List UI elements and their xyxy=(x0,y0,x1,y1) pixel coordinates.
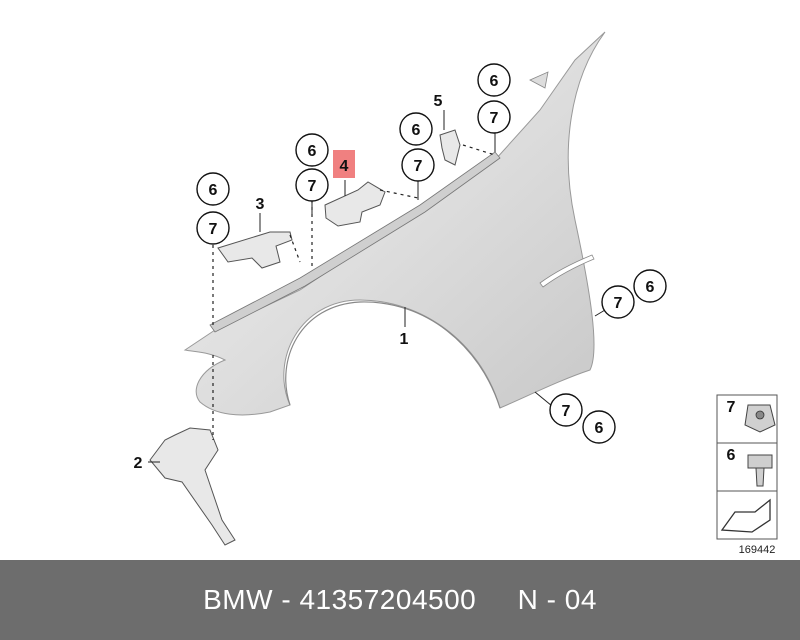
footer-separator: - xyxy=(273,584,300,615)
svg-text:7: 7 xyxy=(490,110,499,127)
svg-text:6: 6 xyxy=(412,122,421,139)
callout-front-6: 6 xyxy=(196,172,230,206)
callout-mid-7: 7 xyxy=(295,168,329,202)
bracket-middle-part xyxy=(324,181,386,227)
label-bracket-middle-highlight: 4 xyxy=(333,150,355,178)
callout-front-7: 7 xyxy=(196,211,230,245)
svg-text:4: 4 xyxy=(340,158,349,175)
bolt-icon xyxy=(747,454,773,487)
callout-side-6: 6 xyxy=(633,269,667,303)
callout-upper-7: 7 xyxy=(401,148,435,182)
svg-text:7: 7 xyxy=(614,295,623,312)
footer-bar: BMW - 41357204500 N - 04 xyxy=(0,560,800,640)
callout-bottom-7: 7 xyxy=(549,393,583,427)
label-bracket-front: 3 xyxy=(256,196,265,213)
label-bracket-lower: 2 xyxy=(134,455,143,472)
svg-text:7: 7 xyxy=(308,178,317,195)
leader-bottom-7 xyxy=(534,391,553,407)
parts-diagram: 6 7 6 7 6 7 6 7 7 6 7 xyxy=(134,31,778,556)
callout-rear-7: 7 xyxy=(477,100,511,134)
svg-text:6: 6 xyxy=(595,420,604,437)
bracket-rear-part xyxy=(439,129,461,166)
svg-text:6: 6 xyxy=(646,279,655,296)
guide-rear-top xyxy=(462,144,496,156)
svg-text:6: 6 xyxy=(308,143,317,160)
wheel-arch-edge xyxy=(285,301,501,409)
footer-position: N - 04 xyxy=(517,584,597,615)
legend-item-7: 7 xyxy=(716,394,778,444)
svg-text:7: 7 xyxy=(209,221,218,238)
svg-text:6: 6 xyxy=(727,447,736,464)
legend-item-6: 6 xyxy=(716,442,778,492)
svg-text:7: 7 xyxy=(414,158,423,175)
label-fender: 1 xyxy=(400,331,409,348)
fender-rear-tip xyxy=(529,71,549,89)
callout-rear-6: 6 xyxy=(477,63,511,97)
drawing-number: 169442 xyxy=(739,544,776,556)
svg-text:6: 6 xyxy=(209,182,218,199)
fender-top-flange xyxy=(209,151,501,333)
callout-bottom-6: 6 xyxy=(582,410,616,444)
guide-b3 xyxy=(289,234,301,263)
label-bracket-rear: 5 xyxy=(434,93,443,110)
svg-text:6: 6 xyxy=(490,73,499,90)
legend-arrow-box xyxy=(716,490,778,540)
callout-mid-6: 6 xyxy=(295,133,329,167)
wedge-arrow-icon xyxy=(720,498,771,533)
leader-side-7 xyxy=(594,309,606,317)
bracket-front-part xyxy=(217,231,293,269)
callout-side-7: 7 xyxy=(601,285,635,319)
footer-part-number: 41357204500 xyxy=(299,584,477,615)
bracket-lower-part xyxy=(149,427,236,546)
callout-upper-6: 6 xyxy=(399,112,433,146)
svg-text:7: 7 xyxy=(562,403,571,420)
side-vent xyxy=(539,254,595,288)
footer-brand: BMW xyxy=(203,584,274,615)
svg-text:7: 7 xyxy=(727,399,736,416)
guide-b4 xyxy=(379,189,419,199)
footer-gap xyxy=(476,584,517,616)
